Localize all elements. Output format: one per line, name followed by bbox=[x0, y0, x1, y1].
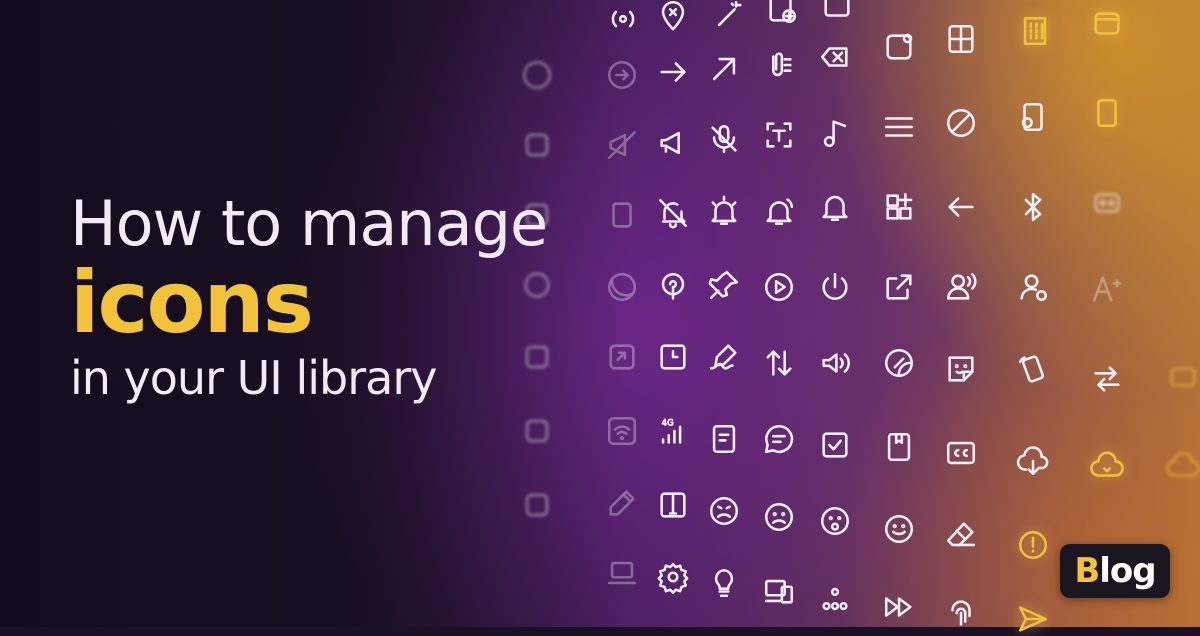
headline-highlight: icons bbox=[70, 253, 314, 353]
headline-line3: in your UI library bbox=[70, 351, 437, 405]
blog-badge-first-letter: B bbox=[1074, 551, 1100, 591]
blog-badge-rest: log bbox=[1099, 551, 1156, 591]
headline-line1: How to manage bbox=[70, 187, 548, 260]
blog-badge: Blog bbox=[1060, 544, 1170, 598]
headline: How to manage icons in your UI library bbox=[70, 187, 548, 408]
